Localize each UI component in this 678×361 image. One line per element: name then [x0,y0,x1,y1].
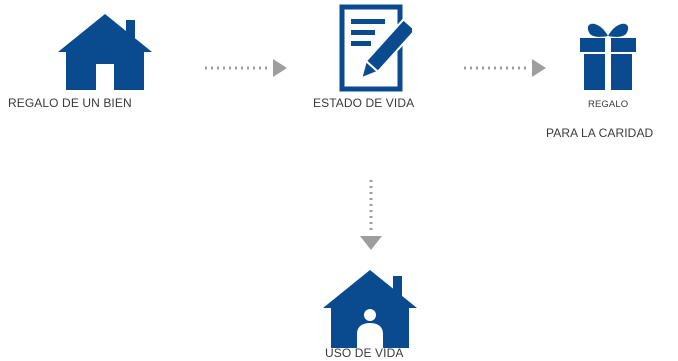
house-person-icon [323,270,417,348]
house-icon [58,14,152,90]
node-label-bottom: PARA LA CARIDAD [546,126,654,140]
dotted-arrow-right-icon [464,59,546,77]
dotted-arrow-right-icon [205,59,287,77]
document-pen-icon [339,4,412,92]
dotted-arrow-down-icon [360,180,382,250]
gift-box-icon [580,23,636,90]
node-gift-of-property: REGALO DE UN BIEN [0,0,200,120]
node-label: USO DE VIDA [325,346,404,360]
node-label: REGALO DE UN BIEN [8,96,132,110]
node-label-top: REGALO [588,99,629,110]
node-life-estate: ESTADO DE VIDA [300,0,470,120]
node-charity-gift: REGALO PARA LA CARIDAD [540,0,678,150]
node-life-use: USO DE VIDA [300,258,440,361]
node-label: ESTADO DE VIDA [313,96,415,110]
